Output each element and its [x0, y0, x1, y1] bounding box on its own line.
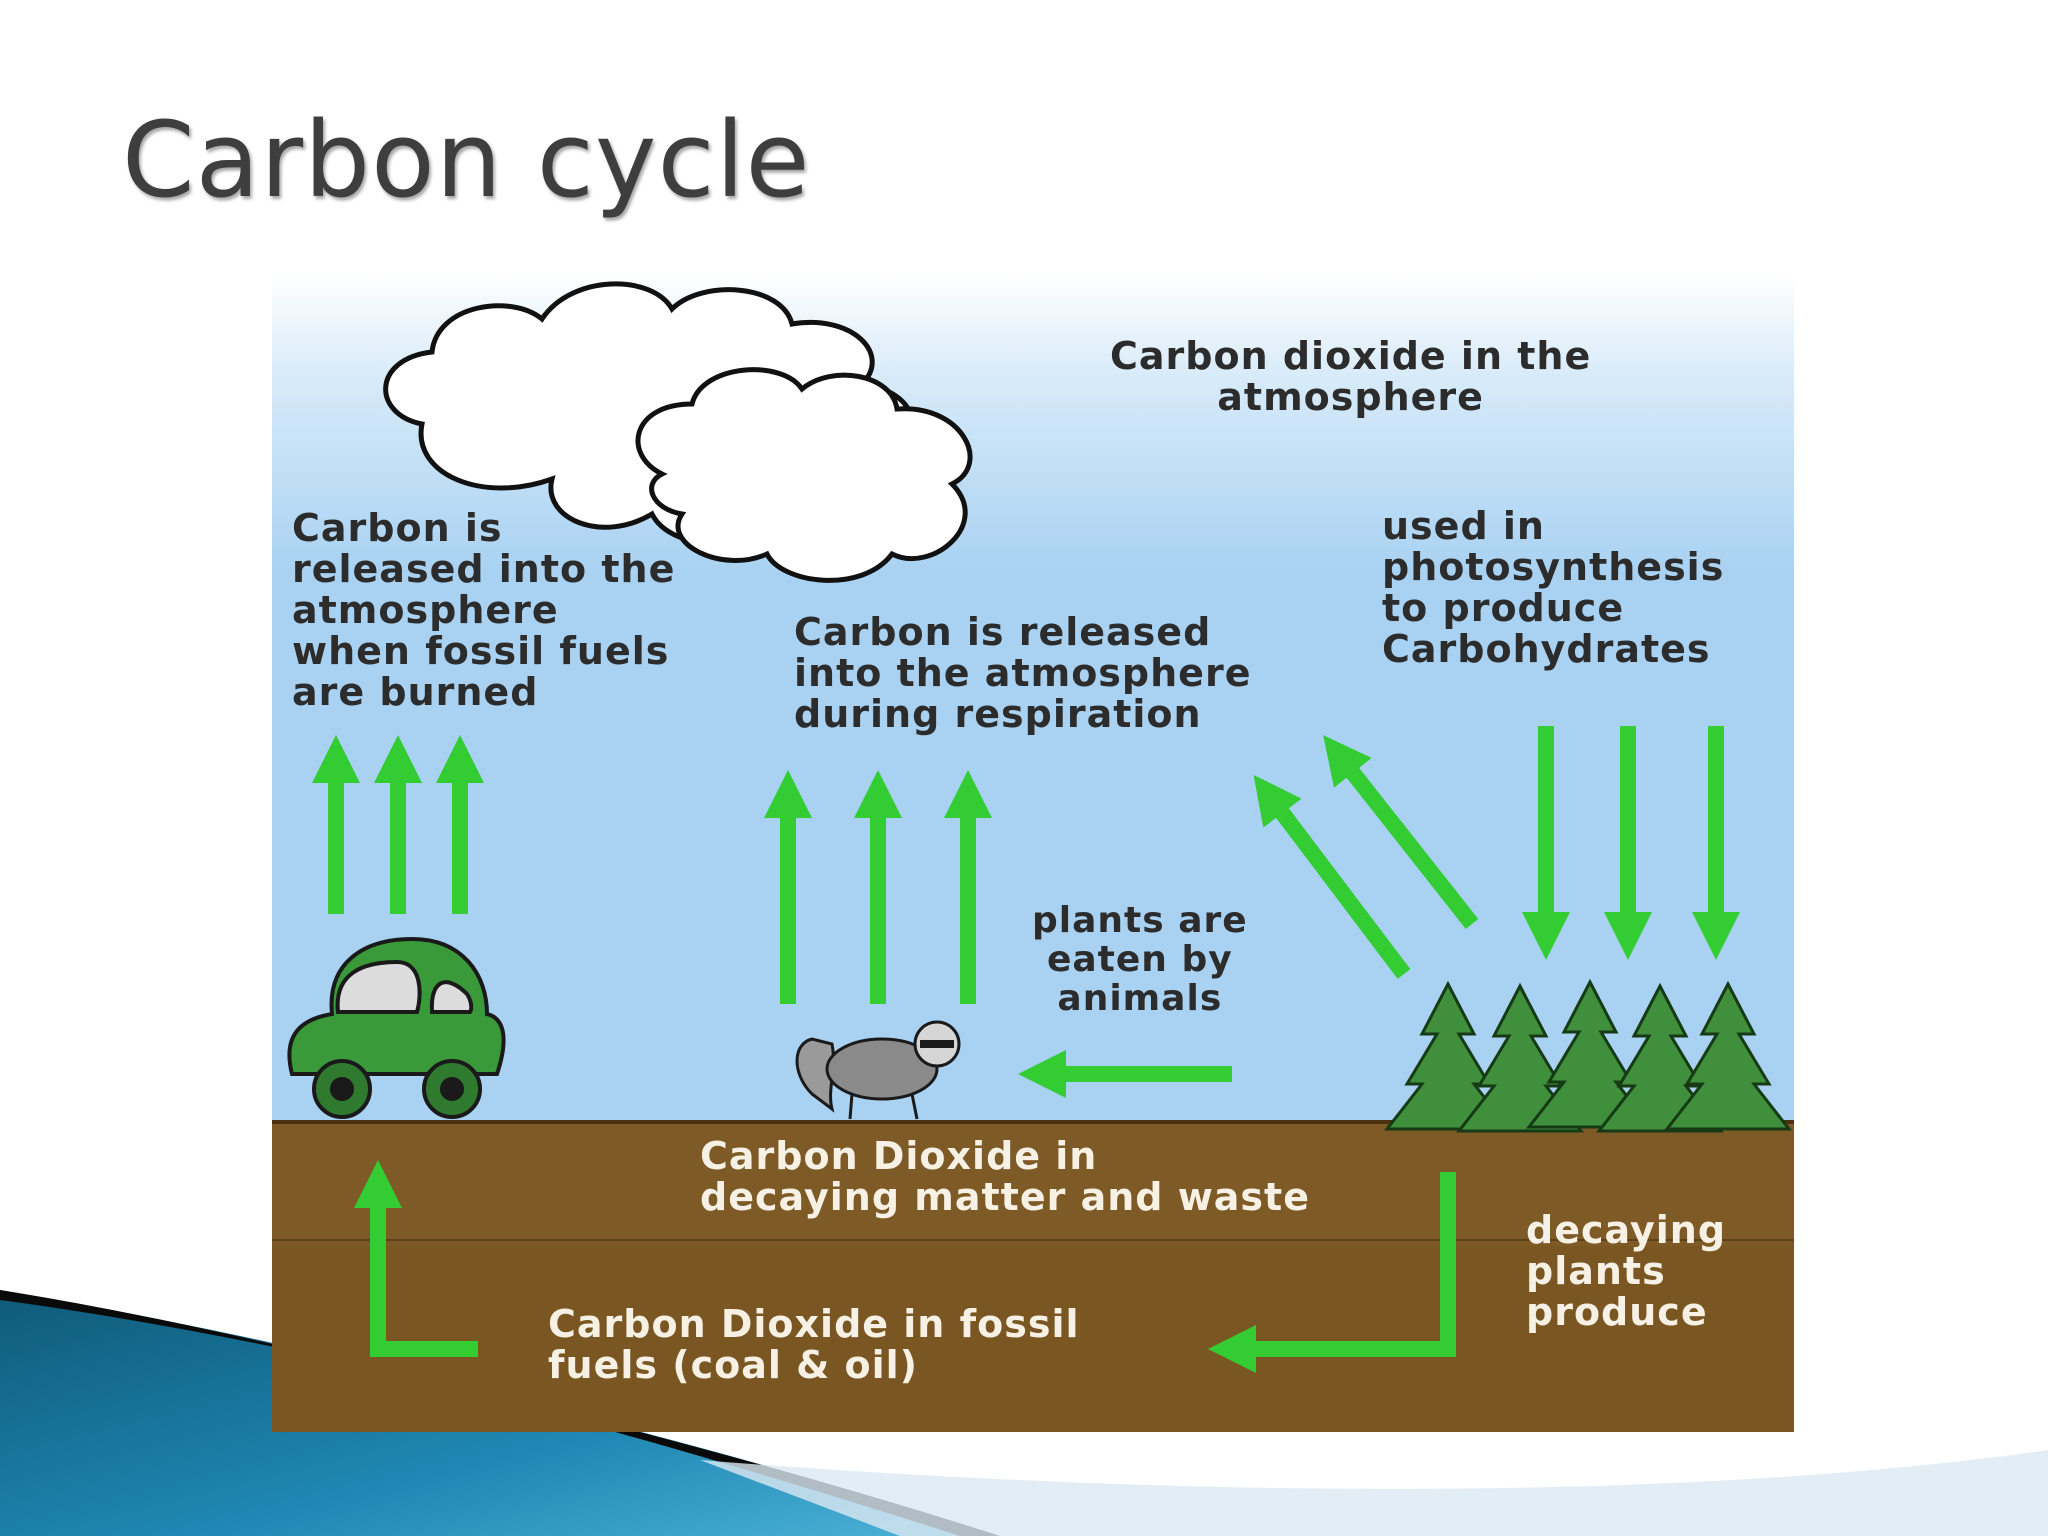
car-icon [287, 936, 506, 1119]
label-decaying-plants: decaying plants produce [1526, 1208, 1727, 1335]
diag-arrow-plants-respiration-1 [1253, 774, 1411, 979]
label-atmosphere: Carbon dioxide in the atmosphere [1110, 334, 1592, 420]
label-photosynthesis: used in photosynthesis to produce Carboh… [1382, 504, 1725, 672]
tree-icon [1595, 982, 1725, 1133]
tree-icon [1663, 980, 1793, 1131]
raccoon-icon [795, 1020, 961, 1120]
diag-arrow-plants-respiration-2 [1323, 735, 1479, 929]
label-eaten: plants are eaten by animals [1032, 900, 1248, 1019]
tree-icon-group [1383, 978, 1793, 1133]
slide-title: Carbon cycle [122, 99, 811, 221]
cloud-icon [383, 281, 973, 583]
soil-upper [272, 1122, 1794, 1246]
tree-icon [1455, 982, 1585, 1133]
arrow-decaying-to-fossil [1208, 1172, 1456, 1373]
arrow-fossil-to-car [354, 1160, 478, 1357]
carbon-cycle-diagram: Carbon dioxide in the atmosphere Carbon … [272, 274, 1794, 1432]
tree-icon [1525, 978, 1655, 1129]
label-decaying-matter: Carbon Dioxide in decaying matter and wa… [700, 1134, 1310, 1220]
label-fossil-release: Carbon is released into the atmosphere w… [292, 506, 676, 715]
soil-lower [272, 1246, 1794, 1432]
label-respiration: Carbon is released into the atmosphere d… [794, 610, 1252, 737]
label-fossil-fuels: Carbon Dioxide in fossil fuels (coal & o… [548, 1302, 1080, 1388]
tree-icon [1383, 980, 1513, 1131]
